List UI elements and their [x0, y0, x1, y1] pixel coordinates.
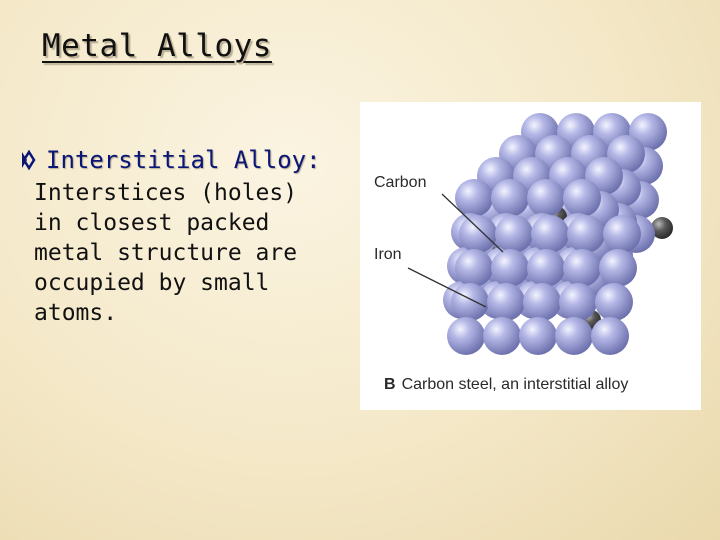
iron-atom [519, 317, 557, 355]
iron-atom [531, 215, 569, 253]
carbon-label: Carbon [374, 174, 427, 191]
iron-atom [567, 215, 605, 253]
iron-atom [483, 317, 521, 355]
figure-caption: B Carbon steel, an interstitial alloy [384, 376, 628, 394]
carbon-atom [651, 217, 673, 239]
iron-atom [527, 249, 565, 287]
page-title: Metal Alloys [42, 28, 272, 64]
iron-atom [491, 249, 529, 287]
iron-atom [447, 317, 485, 355]
iron-atom [555, 317, 593, 355]
iron-atom [591, 317, 629, 355]
bullet-head: Interstitial Alloy: [12, 146, 352, 174]
alloy-figure: Carbon Iron B Carbon steel, an interstiti… [360, 102, 701, 410]
iron-atom [527, 179, 565, 217]
iron-atom [599, 249, 637, 287]
caption-letter: B [384, 376, 396, 393]
iron-atom [495, 215, 533, 253]
iron-atom [563, 249, 601, 287]
iron-label: Iron [374, 246, 402, 263]
lattice-illustration [407, 113, 673, 355]
diamond-bullet-icon [18, 149, 40, 171]
bullet-item: Interstitial Alloy: Interstices (holes) … [12, 146, 352, 328]
caption-text: Carbon steel, an interstitial alloy [401, 376, 629, 393]
iron-atom [459, 215, 497, 253]
iron-atom [451, 283, 489, 321]
iron-atom [603, 215, 641, 253]
iron-atom [455, 179, 493, 217]
iron-atom [487, 283, 525, 321]
iron-atom [491, 179, 529, 217]
iron-atom [559, 283, 597, 321]
bullet-body: Interstices (holes) in closest packed me… [34, 180, 298, 326]
iron-atom [595, 283, 633, 321]
iron-atom [523, 283, 561, 321]
iron-atom [455, 249, 493, 287]
bullet-heading: Interstitial Alloy: [46, 146, 321, 174]
iron-atom [563, 179, 601, 217]
